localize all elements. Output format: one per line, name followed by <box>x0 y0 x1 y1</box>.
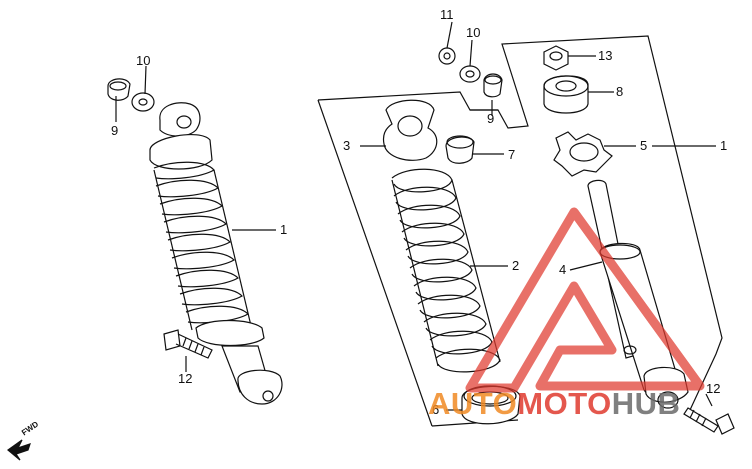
collar <box>445 135 475 164</box>
callout-upper-washer-small: 11 <box>440 7 454 22</box>
callout-spring: 2 <box>512 258 520 273</box>
left-cap-nut <box>107 78 131 101</box>
bump-stopper <box>382 99 438 161</box>
watermark-text: AUTOMOTOHUB <box>428 388 680 419</box>
watermark-part-moto: MOTO <box>517 386 612 421</box>
callout-left-cap: 9 <box>111 123 119 138</box>
watermark-part-auto: AUTO <box>428 386 518 421</box>
watermark-logo <box>465 207 705 393</box>
left-washer <box>131 92 155 112</box>
lock-nut <box>543 45 569 71</box>
spring <box>391 168 501 373</box>
callout-left-bolt: 12 <box>178 371 193 386</box>
upper-washer <box>459 65 481 83</box>
callout-seat: 6 <box>432 402 440 417</box>
callout-stopper: 3 <box>343 138 351 153</box>
callout-right-bolt: 12 <box>706 381 721 396</box>
upper-cap <box>483 73 503 98</box>
right-bolt <box>683 407 735 435</box>
upper-washer-small <box>438 47 456 65</box>
callout-upper-cap: 9 <box>487 111 495 126</box>
left-shock-absorber <box>149 102 283 405</box>
callout-collar: 7 <box>508 147 516 162</box>
callout-left-washer: 10 <box>136 53 151 68</box>
left-shock-spring <box>153 161 253 331</box>
callout-bush: 8 <box>616 84 624 99</box>
leader-lines <box>115 21 716 411</box>
callout-damper: 4 <box>559 262 567 277</box>
fwd-arrow-icon <box>7 439 31 461</box>
bush <box>543 75 589 114</box>
spring-adjuster <box>553 131 613 177</box>
callout-adjuster: 5 <box>640 138 648 153</box>
callout-left-shock: 1 <box>280 222 288 237</box>
left-bolt <box>163 329 213 359</box>
watermark-part-hub: HUB <box>611 386 681 421</box>
callout-nut: 13 <box>598 48 613 63</box>
callout-assembly: 1 <box>720 138 728 153</box>
callout-upper-washer: 10 <box>466 25 481 40</box>
